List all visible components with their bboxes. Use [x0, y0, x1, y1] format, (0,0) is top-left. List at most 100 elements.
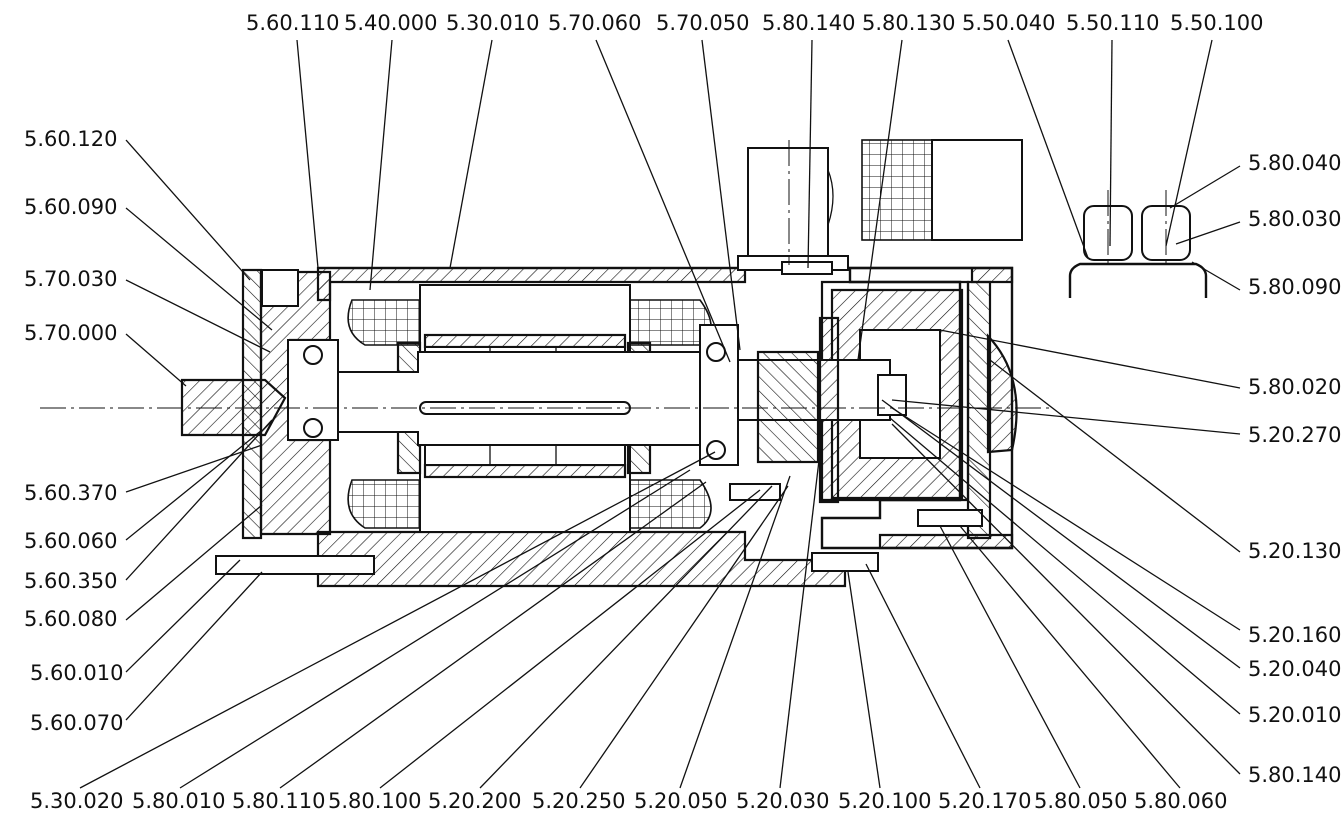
leader-line: [857, 39, 903, 361]
label-left: 5.60.370: [24, 481, 118, 505]
leader-line: [959, 525, 1181, 789]
connector-detail-view: [1068, 205, 1208, 298]
shaft-end-front: [180, 378, 287, 437]
label-left: 5.60.060: [24, 529, 118, 553]
label-left: 5.70.030: [24, 267, 118, 291]
bolt-top: [781, 261, 833, 275]
leader-line: [125, 571, 263, 721]
label-bottom: 5.20.100: [838, 789, 932, 813]
label-bottom: 5.30.020: [30, 789, 124, 813]
label-top: 5.60.110: [246, 11, 340, 35]
label-right: 5.80.140: [1248, 763, 1342, 787]
label-bottom: 5.80.100: [328, 789, 422, 813]
leader-line: [865, 563, 981, 789]
label-bottom: 5.20.030: [736, 789, 830, 813]
label-top: 5.80.130: [862, 11, 956, 35]
shaft: [335, 351, 891, 446]
leader-line: [595, 39, 731, 363]
flange-bolt: [215, 555, 375, 575]
label-top: 5.70.050: [656, 11, 750, 35]
leader-line: [125, 504, 263, 621]
leader-line: [891, 399, 1241, 435]
leader-line: [889, 417, 1241, 715]
label-left: 5.60.350: [24, 569, 118, 593]
leader-line: [125, 333, 187, 387]
leader-line: [125, 559, 241, 673]
label-right: 5.20.130: [1248, 539, 1342, 563]
leader-line: [369, 39, 393, 291]
housing-bottom: [316, 530, 847, 588]
leader-line: [939, 525, 1081, 789]
leader-line: [1169, 165, 1241, 209]
label-top: 5.40.000: [344, 11, 438, 35]
leader-line: [847, 571, 881, 789]
front-bolt-head: [261, 269, 299, 307]
leader-line: [679, 475, 791, 789]
label-bottom: 5.80.060: [1134, 789, 1228, 813]
label-top: 5.50.040: [962, 11, 1056, 35]
leader-line: [579, 485, 789, 789]
leader-line: [125, 279, 271, 353]
label-bottom: 5.80.110: [232, 789, 326, 813]
label-top: 5.30.010: [446, 11, 540, 35]
label-right: 5.20.040: [1248, 657, 1342, 681]
leader-lines: [79, 39, 1241, 789]
label-left: 5.60.080: [24, 607, 118, 631]
encoder-nut: [877, 374, 907, 416]
label-bottom: 5.20.050: [634, 789, 728, 813]
leader-line: [1007, 39, 1089, 259]
label-top: 5.70.060: [548, 11, 642, 35]
winding-top-left: [347, 299, 421, 346]
label-top: 5.50.110: [1066, 11, 1160, 35]
leader-line: [989, 359, 1241, 553]
leader-line: [179, 469, 691, 789]
leader-line: [79, 451, 716, 789]
leader-line: [1191, 261, 1241, 291]
leader-line: [1175, 221, 1241, 245]
brake-bolt: [729, 483, 781, 501]
leader-line: [279, 481, 707, 789]
rotor-bottom: [423, 463, 627, 479]
encoder-bolt: [811, 552, 879, 572]
label-left: 5.60.120: [24, 127, 118, 151]
leader-line: [779, 451, 821, 789]
leader-line: [1165, 39, 1213, 247]
connector-housing: [747, 147, 829, 257]
winding-top-right: [629, 299, 712, 346]
label-right: 5.20.160: [1248, 623, 1342, 647]
part-labels: 5.60.110 5.40.000 5.30.010 5.70.060 5.70…: [24, 11, 1342, 813]
label-left: 5.70.000: [24, 321, 118, 345]
label-left: 5.60.090: [24, 195, 118, 219]
label-right: 5.80.030: [1248, 207, 1342, 231]
leader-line: [125, 429, 263, 541]
label-top: 5.50.100: [1170, 11, 1264, 35]
label-bottom: 5.20.170: [938, 789, 1032, 813]
winding-bottom-right: [629, 479, 712, 529]
connector-body: [931, 139, 1023, 241]
leader-line: [125, 139, 251, 281]
winding-bottom-left: [347, 479, 421, 529]
connector-nut: [861, 139, 933, 241]
label-bottom: 5.20.250: [532, 789, 626, 813]
leader-line: [479, 485, 773, 789]
label-right: 5.80.040: [1248, 151, 1342, 175]
leader-line: [939, 329, 1241, 389]
label-right: 5.20.270: [1248, 423, 1342, 447]
end-cover-block: [820, 280, 970, 502]
brake-plate: [818, 316, 840, 504]
leader-line: [701, 39, 741, 351]
leader-line: [125, 444, 263, 493]
label-right: 5.80.090: [1248, 275, 1342, 299]
motor-section: [40, 139, 1208, 588]
label-bottom: 5.20.200: [428, 789, 522, 813]
label-bottom: 5.80.010: [132, 789, 226, 813]
leader-line: [1109, 39, 1113, 247]
leader-line: [125, 207, 273, 331]
label-right: 5.80.020: [1248, 375, 1342, 399]
label-left: 5.60.010: [30, 661, 124, 685]
rear-cap: [986, 333, 1018, 454]
leader-line: [379, 489, 761, 789]
cover-bolt: [917, 509, 983, 527]
label-bottom: 5.80.050: [1034, 789, 1128, 813]
